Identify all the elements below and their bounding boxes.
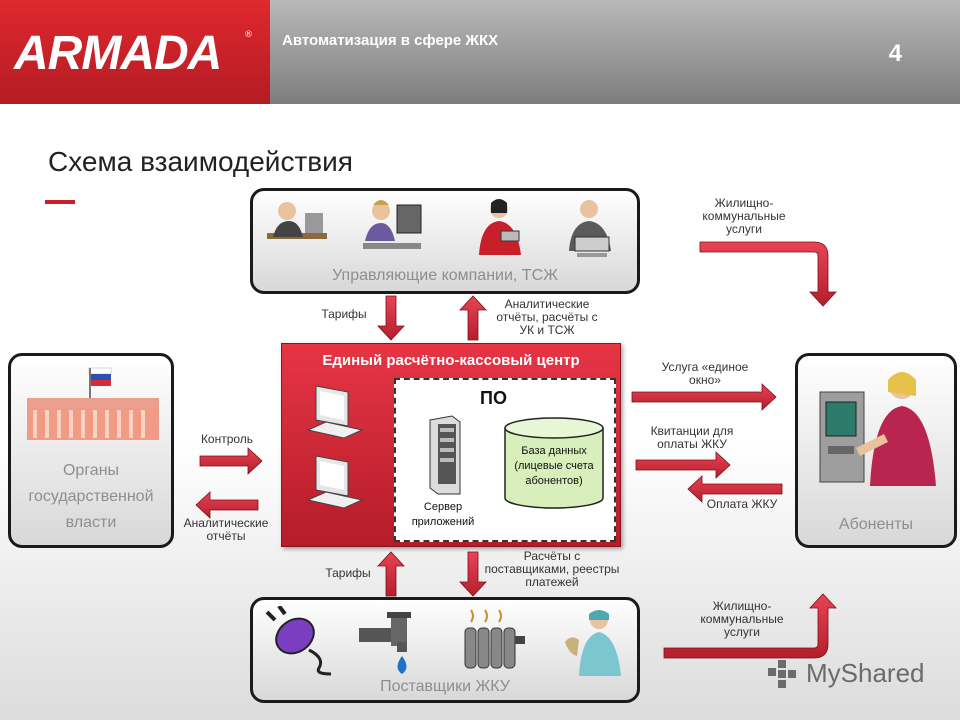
server-icon <box>429 415 461 495</box>
software-box: ПО Сервер приложений База данных (лицевы… <box>394 378 616 542</box>
arrow-analytics-up <box>459 295 487 341</box>
header-bar: ARMADA ® Автоматизация в сфере ЖКХ 4 <box>0 0 960 104</box>
logo-registered-mark: ® <box>244 30 253 40</box>
analytics-left-label: Аналитические отчёты <box>183 516 269 543</box>
database-icon <box>504 417 604 509</box>
water-tap-icon <box>359 612 411 674</box>
arrow-tariffs-down <box>377 295 405 341</box>
arrow-settlements-down <box>459 551 487 597</box>
subscribers-box: Абоненты <box>795 353 957 548</box>
housing-services-bottom-label: Жилищно-коммунальные услуги <box>700 599 784 639</box>
housing-services-top-label: Жилищно-коммунальные услуги <box>702 196 786 236</box>
heating-radiator-icon <box>464 609 525 669</box>
arrow-receipts-right <box>635 451 731 479</box>
arrow-housing-services-bottom <box>663 593 837 659</box>
settlement-center-box: Единый расчётно-кассовый центр ПО Сервер… <box>281 343 621 547</box>
analytics-top-label: Аналитические отчёты, расчёты с УК и ТСЖ <box>496 297 598 337</box>
slide-title: Схема взаимодействия <box>48 146 353 177</box>
database-label: База данных (лицевые счета абонентов) <box>514 445 594 487</box>
payment-label: Оплата ЖКУ <box>706 497 778 511</box>
single-window-label: Услуга «единое окно» <box>661 360 749 387</box>
software-label: ПО <box>480 388 507 408</box>
workstation-icon <box>306 385 364 439</box>
arrow-control-right <box>199 447 263 475</box>
title-underline <box>45 200 75 204</box>
tariffs-bottom-label: Тарифы <box>325 566 371 580</box>
myshared-logo-icon <box>768 660 796 688</box>
woman-with-tablet-icon <box>479 199 521 255</box>
subscribers-label: Абоненты <box>838 516 914 533</box>
settlements-label: Расчёты с поставщиками, реестры платежей <box>484 549 620 589</box>
arrow-payment-left <box>687 475 783 503</box>
header-title: Автоматизация в сфере ЖКХ <box>282 32 499 49</box>
logo-area: ARMADA ® <box>0 0 270 104</box>
receipts-label: Квитанции для оплаты ЖКУ <box>650 424 734 451</box>
management-companies-label: Управляющие компании, ТСЖ <box>332 267 558 284</box>
logo: ARMADA <box>14 27 222 80</box>
server-label: Сервер приложений <box>411 501 475 528</box>
cleaning-woman-icon <box>565 610 621 676</box>
page-number: 4 <box>888 40 902 67</box>
watermark-text: MyShared <box>806 658 925 688</box>
arrow-housing-services-top <box>699 241 837 307</box>
suppliers-label: Поставщики ЖКУ <box>380 678 510 695</box>
operator-woman-icon <box>363 200 422 249</box>
suppliers-box: Поставщики ЖКУ <box>250 597 640 703</box>
workstation-icon <box>306 455 364 509</box>
government-label: Органы государственной власти <box>28 462 154 531</box>
man-with-laptop-icon <box>569 200 611 257</box>
atm-customer-icon <box>819 372 936 486</box>
management-companies-box: Управляющие компании, ТСЖ <box>250 188 640 294</box>
arrow-analytics-left <box>195 491 259 519</box>
arrow-single-window-right <box>631 383 777 411</box>
arrow-tariffs-up <box>377 551 405 597</box>
office-worker-icon <box>267 202 327 239</box>
control-label: Контроль <box>200 432 254 446</box>
government-box: Органы государственной власти <box>8 353 174 548</box>
government-building-icon <box>27 367 159 440</box>
tariffs-top-label: Тарифы <box>321 307 367 321</box>
settlement-center-title: Единый расчётно-кассовый центр <box>322 352 580 369</box>
electric-plug-icon <box>265 606 332 676</box>
